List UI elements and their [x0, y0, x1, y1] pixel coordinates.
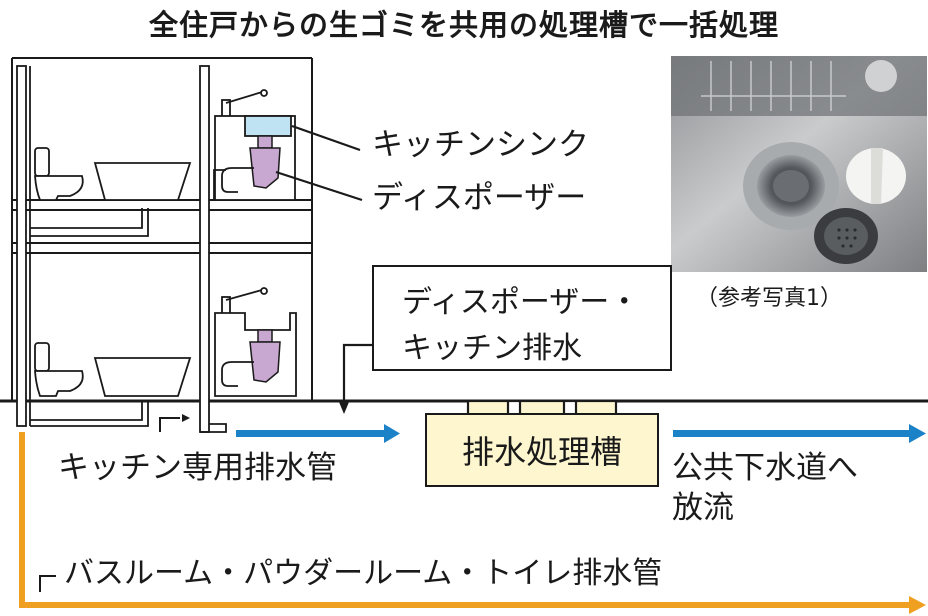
diagram-title: 全住戸からの生ゴミを共用の処理槽で一括処理 — [148, 8, 779, 42]
bath-pipe-leader — [39, 575, 56, 592]
trap-pipe-lower — [221, 361, 254, 387]
treatment-tank: 排水処理槽 — [425, 413, 659, 487]
kitchen-flow-arrows — [236, 424, 926, 443]
kitchen-sink-label: キッチンシンク — [372, 127, 589, 163]
bathtub-icon-lower — [93, 357, 192, 397]
disposer-label: ディスポーザー — [372, 180, 587, 216]
bathtub-icon — [93, 162, 192, 201]
toilet-icon-lower — [34, 342, 84, 397]
floor-slabs — [11, 199, 313, 254]
drain-stacks — [16, 65, 210, 433]
sewer-label-2: 放流 — [672, 490, 734, 526]
tank-label: 排水処理槽 — [461, 433, 622, 471]
toilet-icon — [34, 147, 84, 201]
leader-lines — [275, 124, 372, 405]
leader-arrowhead — [339, 402, 349, 414]
faucet-icon-lower — [221, 287, 268, 316]
disposer-icon — [249, 135, 281, 189]
sink-drain-photo — [671, 56, 927, 272]
bath-pipe-label: バスルーム・パウダールーム・トイレ排水管 — [64, 556, 663, 591]
trap-pipe-2 — [213, 169, 226, 200]
sewer-label-1: 公共下水道へ — [672, 450, 858, 486]
trap-pipe — [221, 167, 254, 193]
photo-caption: （参考写真1） — [696, 286, 842, 311]
building-frame — [11, 57, 313, 400]
bath-flow-arrow — [19, 432, 926, 614]
callout-line-2: キッチン排水 — [402, 331, 582, 366]
kitchen-pipe-label: キッチン専用排水管 — [58, 450, 337, 486]
disposer-drain-callout: ディスポーザー・ キッチン排水 — [372, 265, 672, 371]
branch-pipes — [30, 208, 227, 433]
faucet-icon — [221, 89, 268, 119]
disposer-icon-lower — [249, 329, 281, 383]
callout-line-1: ディスポーザー・ — [402, 285, 640, 320]
